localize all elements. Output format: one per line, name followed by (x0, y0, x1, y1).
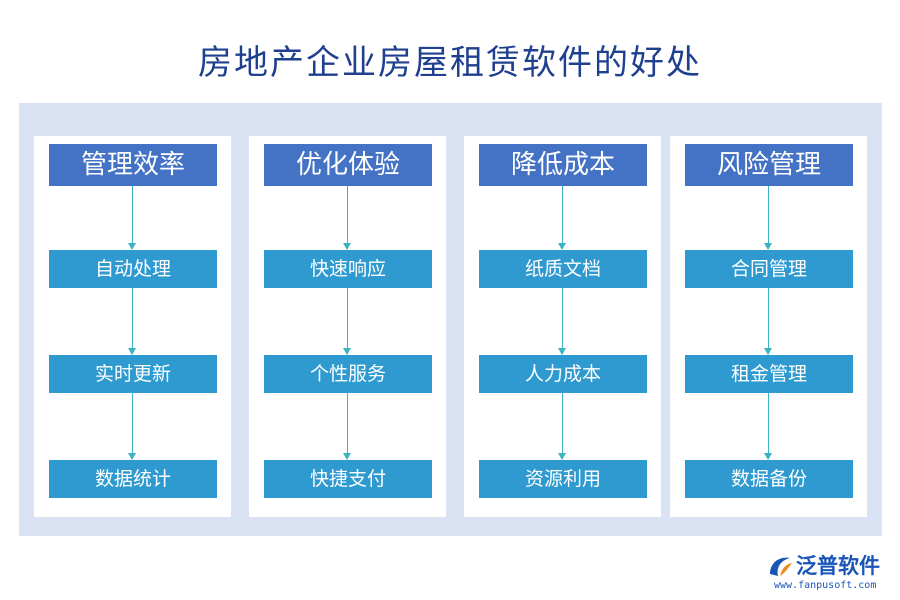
flow-arrow (343, 288, 351, 355)
column-item: 合同管理 (685, 250, 853, 288)
column-heading: 管理效率 (49, 144, 217, 186)
column-item: 快捷支付 (264, 460, 432, 498)
flow-arrow (764, 186, 772, 250)
column-management-efficiency: 管理效率 自动处理 实时更新 数据统计 (34, 136, 231, 517)
column-item: 自动处理 (49, 250, 217, 288)
column-item: 数据统计 (49, 460, 217, 498)
column-item: 实时更新 (49, 355, 217, 393)
column-heading: 降低成本 (479, 144, 647, 186)
flow-arrow (764, 393, 772, 460)
logo-swirl-icon (770, 557, 792, 576)
logo-url: www.fanpusoft.com (774, 580, 877, 591)
column-risk-management: 风险管理 合同管理 租金管理 数据备份 (670, 136, 867, 517)
flow-arrow (128, 288, 136, 355)
column-experience: 优化体验 快速响应 个性服务 快捷支付 (249, 136, 446, 517)
column-item: 快速响应 (264, 250, 432, 288)
flow-arrow (764, 288, 772, 355)
diagram-title: 房地产企业房屋租赁软件的好处 (198, 43, 702, 83)
column-item: 租金管理 (685, 355, 853, 393)
flow-arrow (558, 288, 566, 355)
column-item: 个性服务 (264, 355, 432, 393)
flow-arrow (558, 186, 566, 250)
column-heading: 优化体验 (264, 144, 432, 186)
column-cost-reduction: 降低成本 纸质文档 人力成本 资源利用 (464, 136, 661, 517)
flow-arrow (128, 186, 136, 250)
flow-arrow (128, 393, 136, 460)
column-item: 数据备份 (685, 460, 853, 498)
column-item: 纸质文档 (479, 250, 647, 288)
column-item: 人力成本 (479, 355, 647, 393)
column-heading: 风险管理 (685, 144, 853, 186)
flow-arrow (343, 186, 351, 250)
flow-arrow (343, 393, 351, 460)
brand-logo: 泛普软件 www.fanpusoft.com (762, 552, 892, 592)
column-item: 资源利用 (479, 460, 647, 498)
logo-name: 泛普软件 (796, 554, 880, 578)
flow-arrow (558, 393, 566, 460)
